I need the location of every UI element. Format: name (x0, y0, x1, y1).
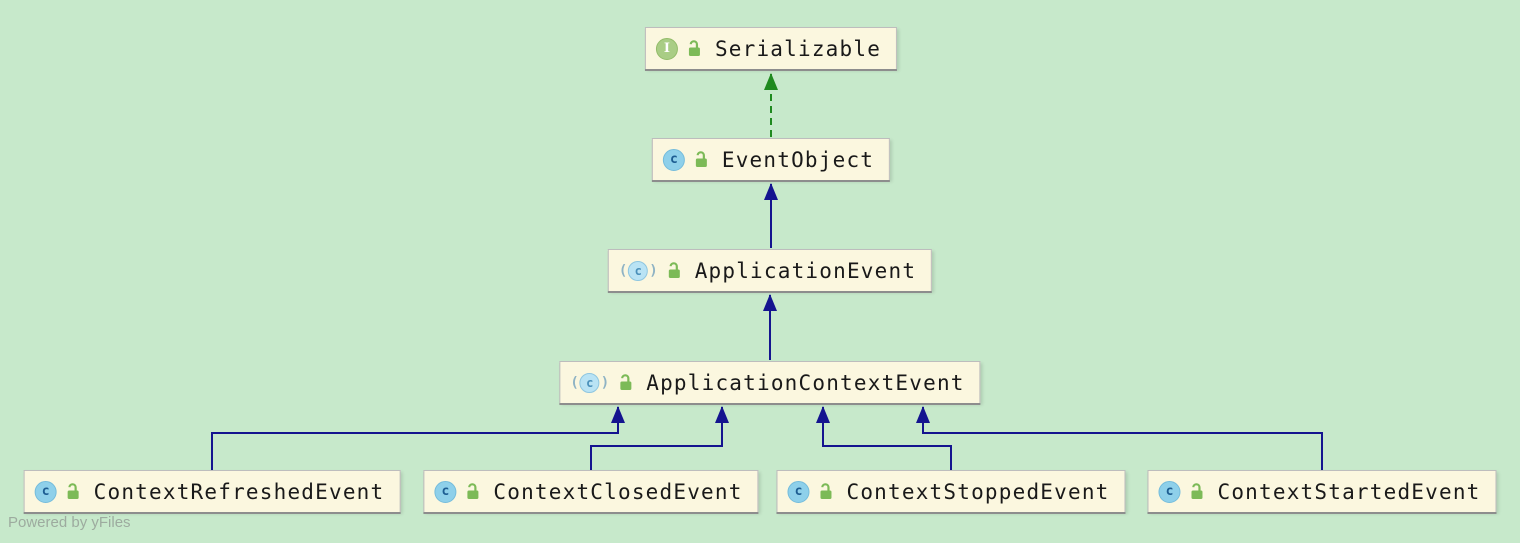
edge-contextstarted (916, 406, 1323, 470)
node-event-object[interactable]: c EventObject (651, 138, 891, 180)
class-icon: c (34, 480, 57, 503)
node-context-closed-event[interactable]: c ContextClosedEvent (423, 470, 759, 512)
edge-contextstopped (816, 406, 952, 470)
class-icon: c (662, 148, 685, 171)
node-label: EventObject (721, 147, 875, 172)
node-label: Serializable (714, 36, 882, 61)
interface-icon: I (655, 37, 678, 60)
node-context-stopped-event[interactable]: c ContextStoppedEvent (776, 470, 1126, 512)
node-label: ApplicationContextEvent (646, 370, 965, 395)
node-label: ApplicationEvent (694, 258, 917, 283)
lock-open-icon (620, 374, 632, 390)
edge-contextrefreshed (211, 406, 625, 470)
lock-open-icon (695, 151, 707, 167)
node-label: ContextRefreshedEvent (93, 479, 385, 504)
lock-open-icon (688, 40, 700, 56)
abstract-class-icon: ( c ) (570, 372, 610, 393)
lock-open-icon (820, 483, 832, 499)
class-icon: c (434, 480, 457, 503)
lock-open-icon (467, 483, 479, 499)
abstract-class-icon: ( c ) (618, 260, 658, 281)
class-icon: c (787, 480, 810, 503)
lock-open-icon (1191, 483, 1203, 499)
node-label: ContextClosedEvent (493, 479, 743, 504)
powered-by-yfiles-watermark[interactable]: Powered by yFiles (8, 514, 131, 531)
node-serializable[interactable]: I Serializable (644, 27, 898, 69)
lock-open-icon (67, 483, 79, 499)
node-label: ContextStartedEvent (1217, 479, 1481, 504)
node-application-event[interactable]: ( c ) ApplicationEvent (607, 249, 933, 291)
node-label: ContextStoppedEvent (846, 479, 1110, 504)
class-icon: c (1158, 480, 1181, 503)
lock-open-icon (668, 262, 680, 278)
node-context-started-event[interactable]: c ContextStartedEvent (1147, 470, 1497, 512)
node-context-refreshed-event[interactable]: c ContextRefreshedEvent (23, 470, 401, 512)
node-application-context-event[interactable]: ( c ) ApplicationContextEvent (559, 361, 981, 403)
edge-contextclosed (590, 406, 729, 470)
